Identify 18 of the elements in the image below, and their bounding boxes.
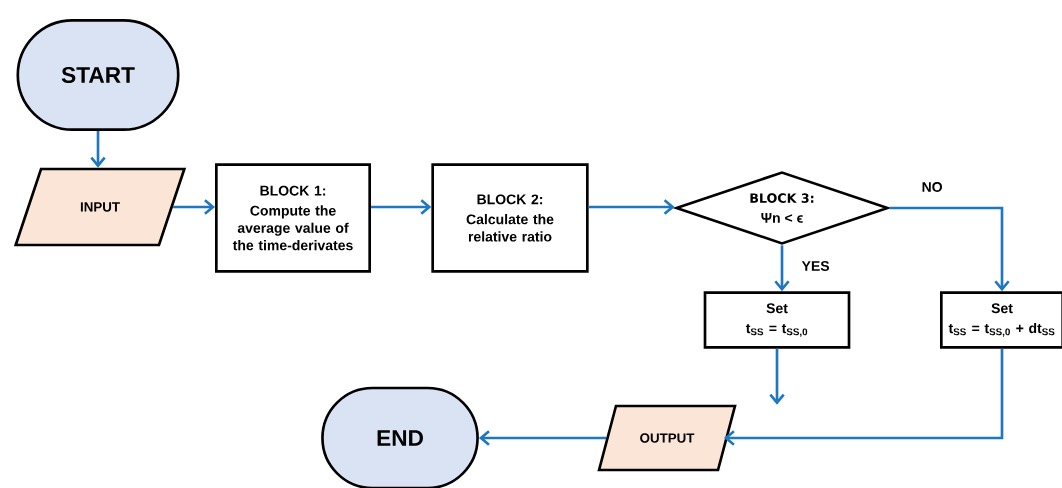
process-box: BLOCK 2: Calculate the relative ratio (431, 163, 589, 273)
edge-label: NO (920, 180, 944, 194)
process-box: Set t$_{SS}$ = t$_{SS,0}$ (703, 291, 851, 349)
arrow (769, 348, 785, 405)
arrow (371, 199, 432, 215)
arrow (889, 206, 1010, 292)
arrow (723, 348, 1004, 446)
edge-label: YES (800, 259, 831, 273)
end-terminal: END (321, 386, 479, 488)
output-parallelogram: OUTPUT (597, 404, 737, 472)
arrow (90, 131, 106, 168)
arrow (478, 430, 607, 446)
start-terminal: START (16, 19, 180, 131)
process-box: Set t$_{SS}$ = t$_{SS,0}$ + dt$_{SS}$ (940, 291, 1062, 349)
arrow (173, 199, 215, 215)
arrow (774, 245, 790, 292)
process-box: BLOCK 1: Compute the average value of the time-derivates (215, 163, 371, 273)
arrow (588, 199, 675, 215)
